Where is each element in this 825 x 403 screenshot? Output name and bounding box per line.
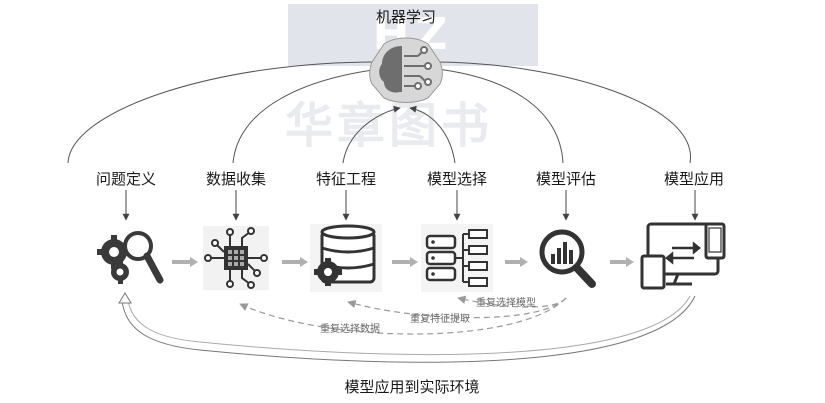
loop-label-model: 重复选择模型 xyxy=(476,298,536,309)
loop-repeat-data xyxy=(239,297,567,335)
loop-label-data: 重复选择数据 xyxy=(320,324,380,335)
arrow-eval-to-ml xyxy=(427,65,564,164)
loop-label-feature: 重复特征提取 xyxy=(410,314,470,325)
loop-repeat-model xyxy=(457,295,567,308)
stage-label-select: 模型选择 xyxy=(426,170,488,188)
arrow-problem-to-ml xyxy=(67,58,387,164)
loop-repeat-feature xyxy=(347,297,567,319)
process-arrows xyxy=(172,257,634,267)
stage-label-eval: 模型评估 xyxy=(535,170,597,188)
center-title: 机器学习 xyxy=(375,8,437,26)
chart-magnifier-icon xyxy=(539,229,596,288)
arrow-select-to-ml xyxy=(409,105,456,164)
stage-label-data: 数据收集 xyxy=(205,170,267,188)
arrow-data-to-ml xyxy=(232,65,389,164)
database-list-icon xyxy=(421,224,493,292)
deploy-caption: 模型应用到实际环境 xyxy=(344,378,480,396)
arrow-feature-to-ml xyxy=(342,105,401,164)
chip-network-icon xyxy=(203,226,269,290)
database-gear-icon xyxy=(310,224,382,292)
stage-label-apply: 模型应用 xyxy=(663,170,725,188)
deploy-loop-outer xyxy=(121,295,696,363)
stage-label-problem: 问题定义 xyxy=(95,170,157,188)
arrow-apply-to-ml xyxy=(431,58,691,164)
deploy-loop-inner xyxy=(127,295,691,356)
devices-icon xyxy=(640,222,726,290)
brain-network-icon xyxy=(369,37,443,103)
gears-magnifier-icon xyxy=(97,231,164,284)
stage-label-feature: 特征工程 xyxy=(315,170,377,188)
